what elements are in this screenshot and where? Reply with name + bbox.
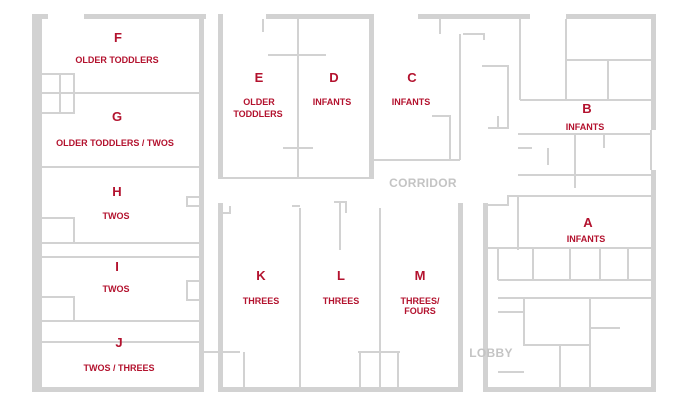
room-k-label: THREES	[243, 296, 280, 306]
room-labels: F OLDER TODDLERS G OLDER TODDLERS / TWOS…	[56, 30, 605, 373]
room-f-label: OLDER TODDLERS	[75, 55, 158, 65]
room-m-letter: M	[415, 268, 426, 283]
room-m-label-line-1: THREES/	[400, 296, 440, 306]
walls	[32, 14, 656, 392]
room-l: L THREES	[323, 268, 360, 306]
partitions	[42, 19, 652, 387]
room-l-label: THREES	[323, 296, 360, 306]
room-e-label-line-2: TODDLERS	[233, 109, 282, 119]
area-labels: CORRIDOR LOBBY	[389, 176, 513, 360]
room-e-label-line-1: OLDER	[243, 97, 275, 107]
room-g-label: OLDER TODDLERS / TWOS	[56, 138, 174, 148]
room-i: I TWOS	[103, 259, 130, 294]
room-d-letter: D	[329, 70, 338, 85]
room-j-label: TWOS / THREES	[83, 363, 154, 373]
corridor-label: CORRIDOR	[389, 176, 457, 190]
room-b: B INFANTS	[566, 101, 605, 132]
room-i-letter: I	[115, 259, 119, 274]
room-j: J TWOS / THREES	[83, 335, 154, 373]
room-k: K THREES	[243, 268, 280, 306]
room-m-label-line-2: FOURS	[404, 306, 436, 316]
room-c: C INFANTS	[392, 70, 431, 107]
room-d-label: INFANTS	[313, 97, 352, 107]
room-g: G OLDER TODDLERS / TWOS	[56, 109, 174, 148]
room-c-label: INFANTS	[392, 97, 431, 107]
room-a-label: INFANTS	[567, 234, 606, 244]
room-e-letter: E	[255, 70, 264, 85]
room-l-letter: L	[337, 268, 345, 283]
room-f-letter: F	[114, 30, 122, 45]
room-d: D INFANTS	[313, 70, 352, 107]
room-f: F OLDER TODDLERS	[75, 30, 158, 65]
room-a: A INFANTS	[567, 215, 606, 244]
room-b-letter: B	[582, 101, 591, 116]
room-m: M THREES/ FOURS	[400, 268, 440, 316]
room-a-letter: A	[583, 215, 593, 230]
lobby-label: LOBBY	[469, 346, 513, 360]
room-e: E OLDER TODDLERS	[233, 70, 282, 119]
room-g-letter: G	[112, 109, 122, 124]
room-k-letter: K	[256, 268, 266, 283]
room-j-letter: J	[115, 335, 122, 350]
room-h-letter: H	[112, 184, 121, 199]
room-b-label: INFANTS	[566, 122, 605, 132]
room-c-letter: C	[407, 70, 417, 85]
room-h-label: TWOS	[103, 211, 130, 221]
room-h: H TWOS	[103, 184, 130, 221]
room-i-label: TWOS	[103, 284, 130, 294]
